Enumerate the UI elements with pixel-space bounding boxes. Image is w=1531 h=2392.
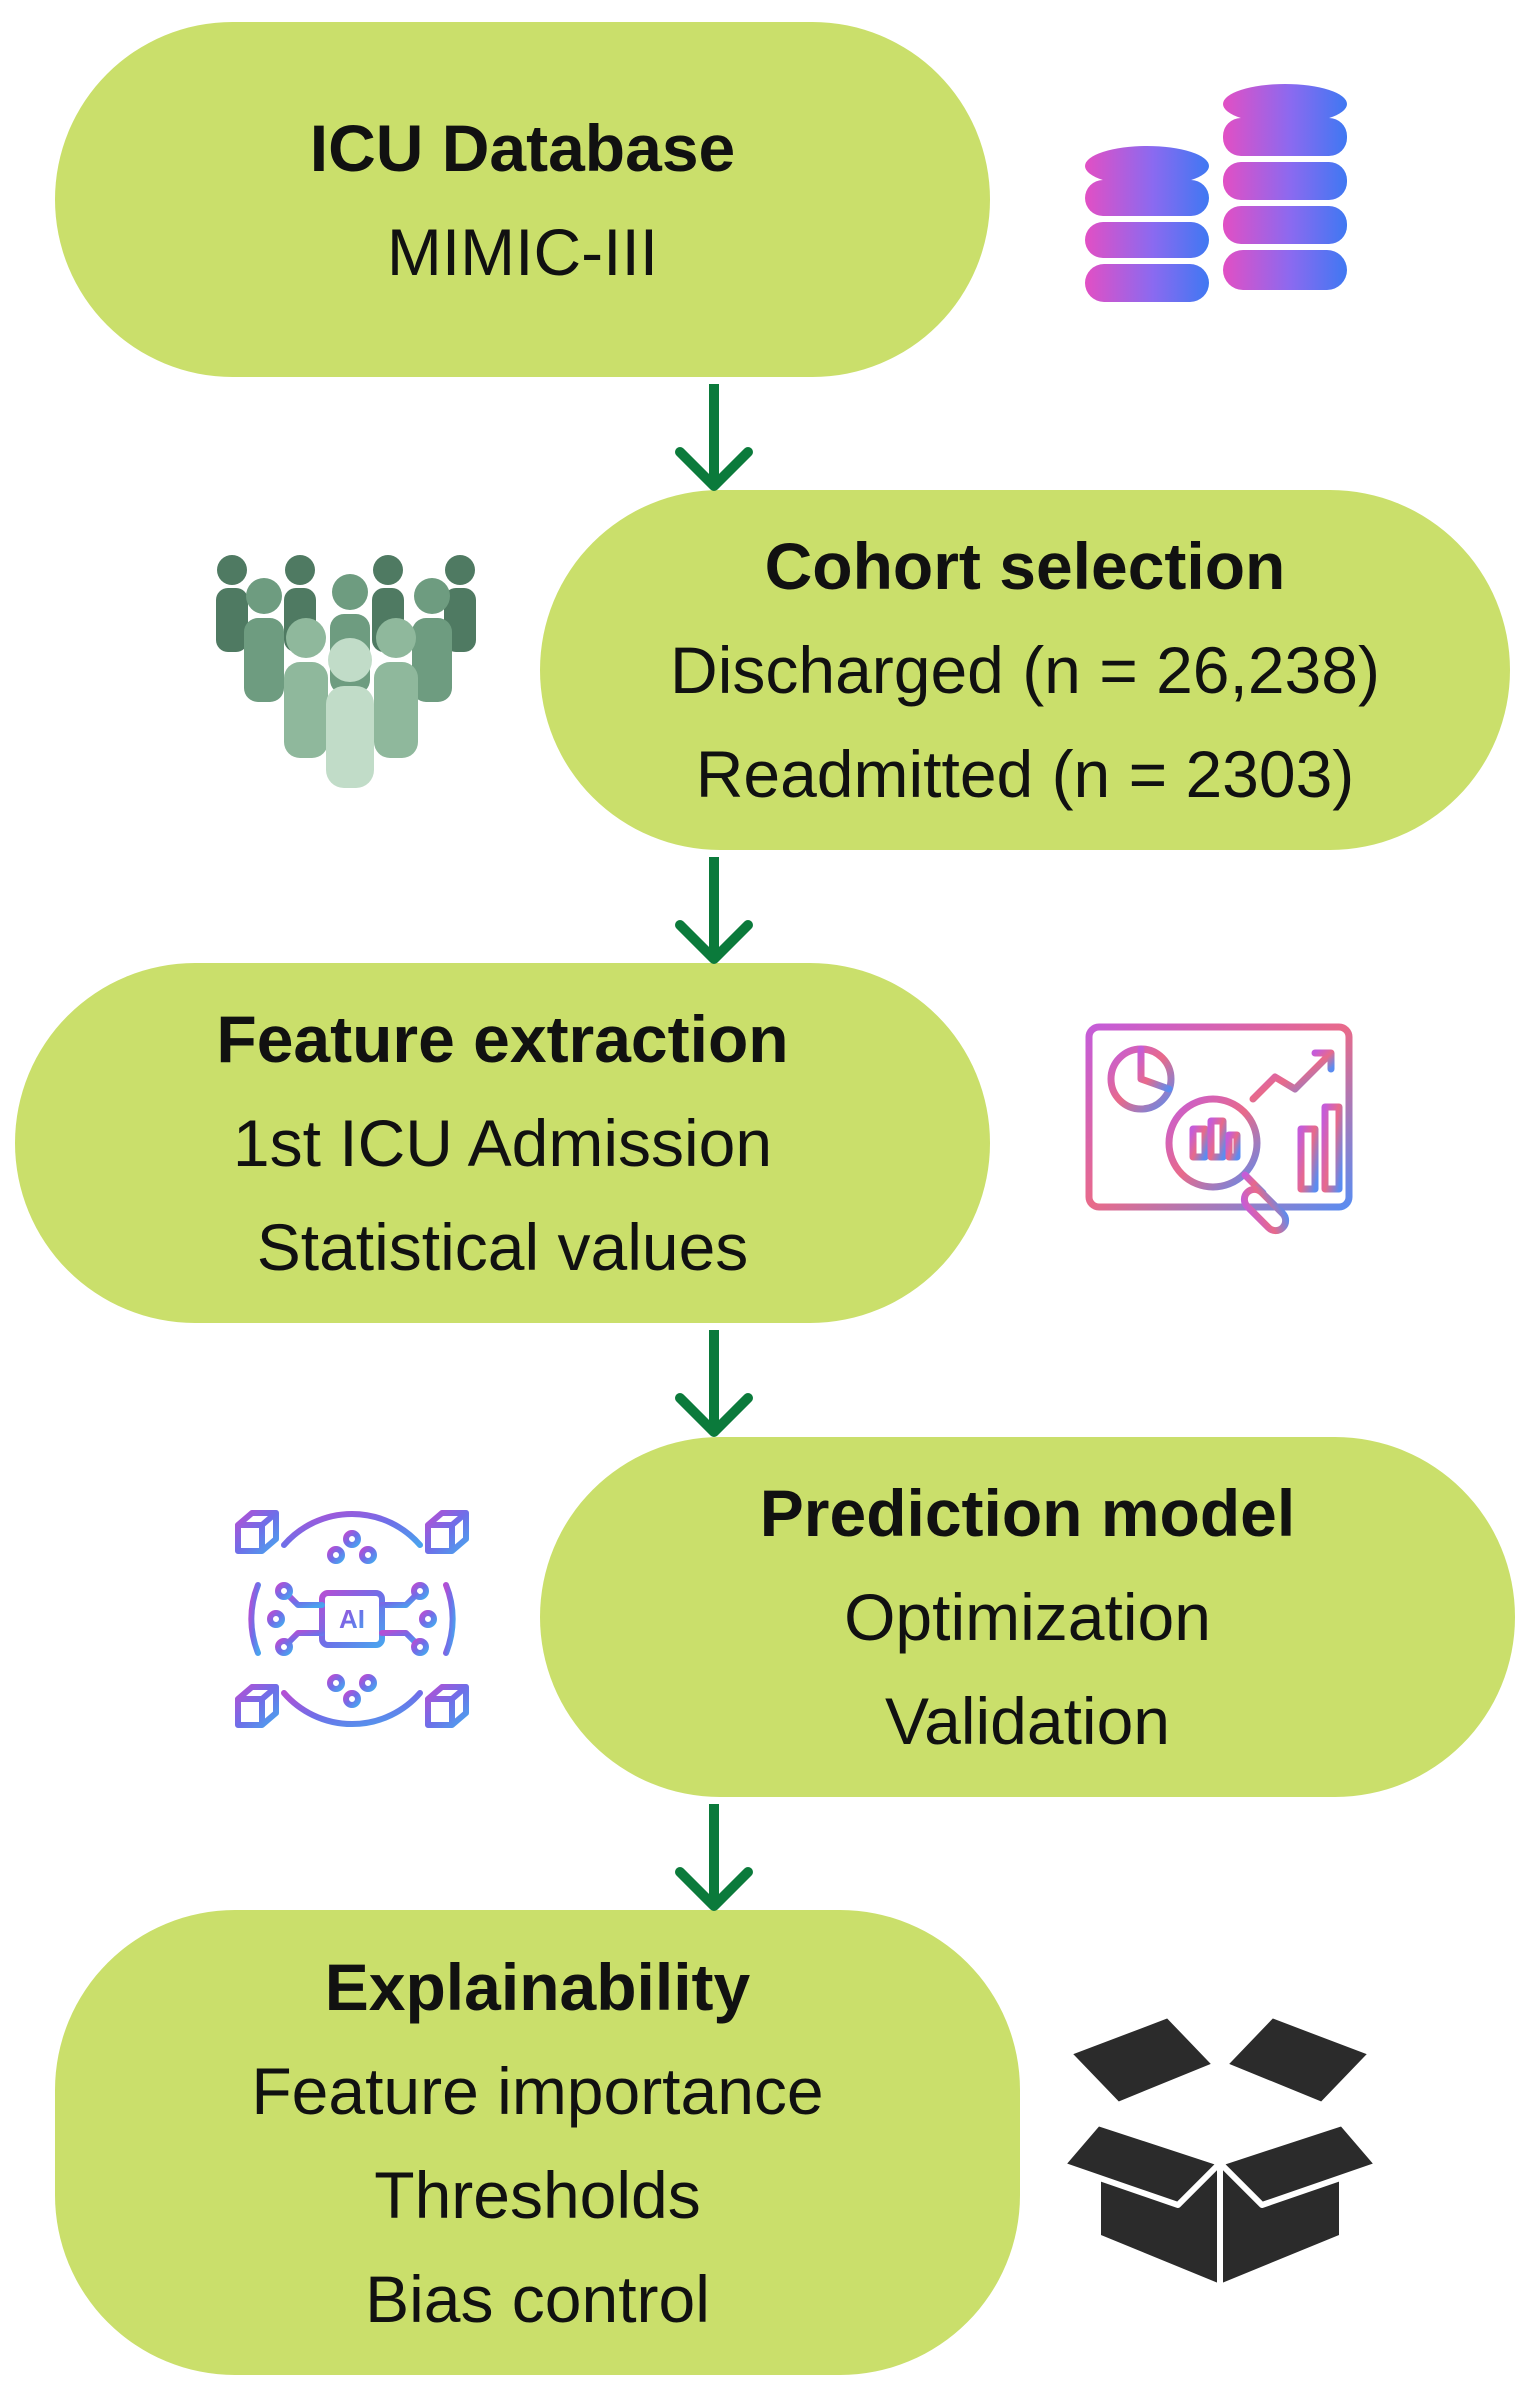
step-line: Bias control [365, 2261, 710, 2336]
step-box-cohort-selection: Cohort selection Discharged (n = 26,238)… [540, 490, 1510, 850]
step-line: Statistical values [256, 1210, 749, 1284]
step-line: 1st ICU Admission [232, 1106, 773, 1180]
step-box-feature-extraction: Feature extraction 1st ICU Admission Sta… [15, 963, 990, 1323]
step-title: Prediction model [759, 1476, 1296, 1550]
open-box-icon [1060, 2012, 1380, 2290]
ai-chip-icon: AI [235, 1510, 469, 1728]
flow-arrow [675, 1330, 753, 1437]
step-line: Thresholds [374, 2157, 701, 2232]
database-icon [1085, 84, 1347, 302]
analytics-monitor-icon [1085, 1023, 1353, 1249]
flow-arrow [675, 1804, 753, 1911]
people-group-icon [216, 555, 476, 788]
svg-text:AI: AI [339, 1604, 365, 1634]
step-line: Feature importance [251, 2053, 824, 2128]
step-line: Readmitted (n = 2303) [695, 737, 1355, 811]
step-title: ICU Database [309, 110, 736, 185]
step-box-prediction-model: Prediction model Optimization Validation [540, 1437, 1515, 1797]
flow-arrow [675, 384, 753, 491]
step-title: Cohort selection [764, 529, 1286, 603]
step-box-icu-database: ICU Database MIMIC-III [55, 22, 990, 377]
step-line: Optimization [844, 1580, 1211, 1654]
step-line: MIMIC-III [386, 214, 659, 289]
step-title: Feature extraction [216, 1002, 789, 1076]
step-title: Explainability [324, 1949, 751, 2024]
step-line: Discharged (n = 26,238) [670, 633, 1380, 707]
step-box-explainability: Explainability Feature importance Thresh… [55, 1910, 1020, 2375]
flow-arrow [675, 857, 753, 964]
step-line: Validation [885, 1684, 1170, 1758]
